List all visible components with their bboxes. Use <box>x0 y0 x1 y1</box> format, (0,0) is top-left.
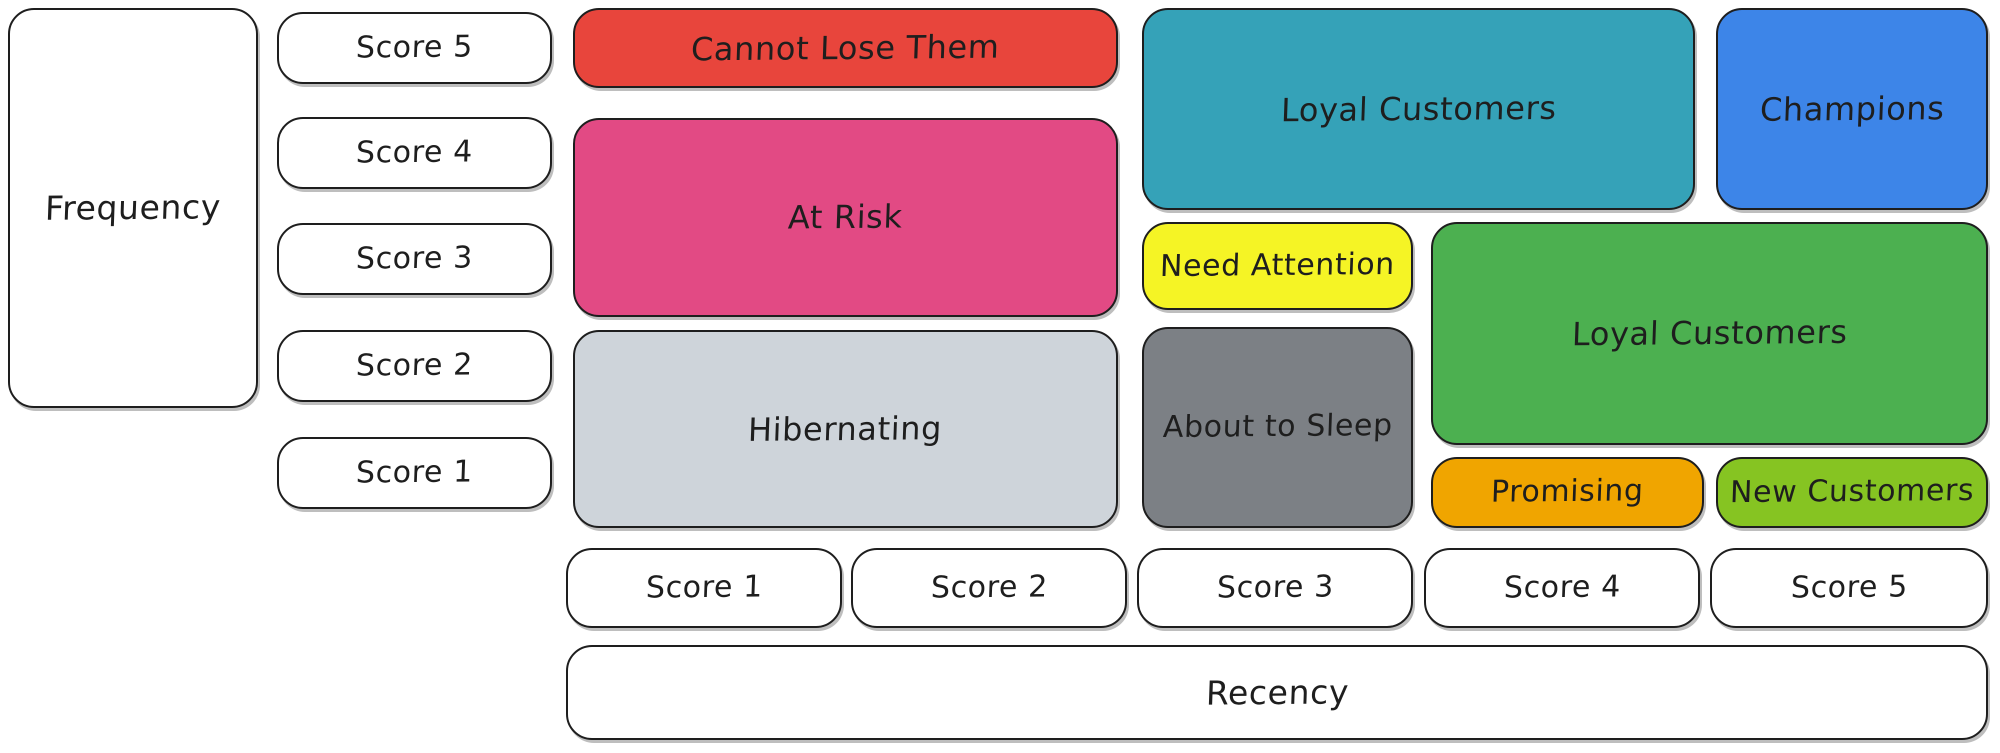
recency-score-4: Score 4 <box>1424 548 1700 628</box>
recency-score-4-label: Score 4 <box>1502 569 1622 606</box>
recency-axis-box: Recency <box>566 645 1988 740</box>
segment-need-attention-label: Need Attention <box>1159 246 1396 284</box>
segment-loyal-customers-green-label: Loyal Customers <box>1571 312 1849 354</box>
frequency-score-3: Score 3 <box>277 223 552 295</box>
frequency-score-2-label: Score 2 <box>355 347 474 384</box>
frequency-score-1-label: Score 1 <box>355 454 474 491</box>
frequency-axis-box: Frequency <box>8 8 258 408</box>
recency-score-5-label: Score 5 <box>1789 569 1909 606</box>
recency-score-3: Score 3 <box>1137 548 1413 628</box>
segment-hibernating-label: Hibernating <box>747 408 944 449</box>
frequency-score-3-label: Score 3 <box>355 240 474 277</box>
recency-score-1-label: Score 1 <box>644 569 764 606</box>
segment-new-customers-label: New Customers <box>1729 473 1975 511</box>
segment-cannot-lose-them: Cannot Lose Them <box>573 8 1118 88</box>
segment-champions-label: Champions <box>1759 88 1945 129</box>
segment-at-risk-label: At Risk <box>787 197 904 237</box>
segment-loyal-customers-teal-label: Loyal Customers <box>1280 88 1558 129</box>
segment-cannot-lose-them-label: Cannot Lose Them <box>690 27 1001 68</box>
recency-score-2-label: Score 2 <box>929 569 1049 606</box>
segment-loyal-customers-green: Loyal Customers <box>1431 222 1988 445</box>
frequency-score-4-label: Score 4 <box>355 134 474 171</box>
recency-score-5: Score 5 <box>1710 548 1988 628</box>
frequency-score-5-label: Score 5 <box>355 29 474 66</box>
segment-about-to-sleep: About to Sleep <box>1142 327 1413 528</box>
frequency-score-2: Score 2 <box>277 330 552 402</box>
recency-score-2: Score 2 <box>851 548 1127 628</box>
segment-at-risk: At Risk <box>573 118 1118 317</box>
segment-hibernating: Hibernating <box>573 330 1118 528</box>
frequency-score-4: Score 4 <box>277 117 552 189</box>
frequency-score-1: Score 1 <box>277 437 552 509</box>
frequency-axis-label: Frequency <box>44 187 222 228</box>
segment-about-to-sleep-label: About to Sleep <box>1162 408 1393 446</box>
recency-score-1: Score 1 <box>566 548 842 628</box>
segment-loyal-customers-teal: Loyal Customers <box>1142 8 1695 210</box>
frequency-score-5: Score 5 <box>277 12 552 84</box>
segment-need-attention: Need Attention <box>1142 222 1413 310</box>
recency-score-3-label: Score 3 <box>1215 569 1335 606</box>
segment-new-customers: New Customers <box>1716 457 1988 528</box>
recency-axis-label: Recency <box>1204 671 1350 713</box>
segment-champions: Champions <box>1716 8 1988 210</box>
segment-promising: Promising <box>1431 457 1704 528</box>
segment-promising-label: Promising <box>1490 473 1645 510</box>
